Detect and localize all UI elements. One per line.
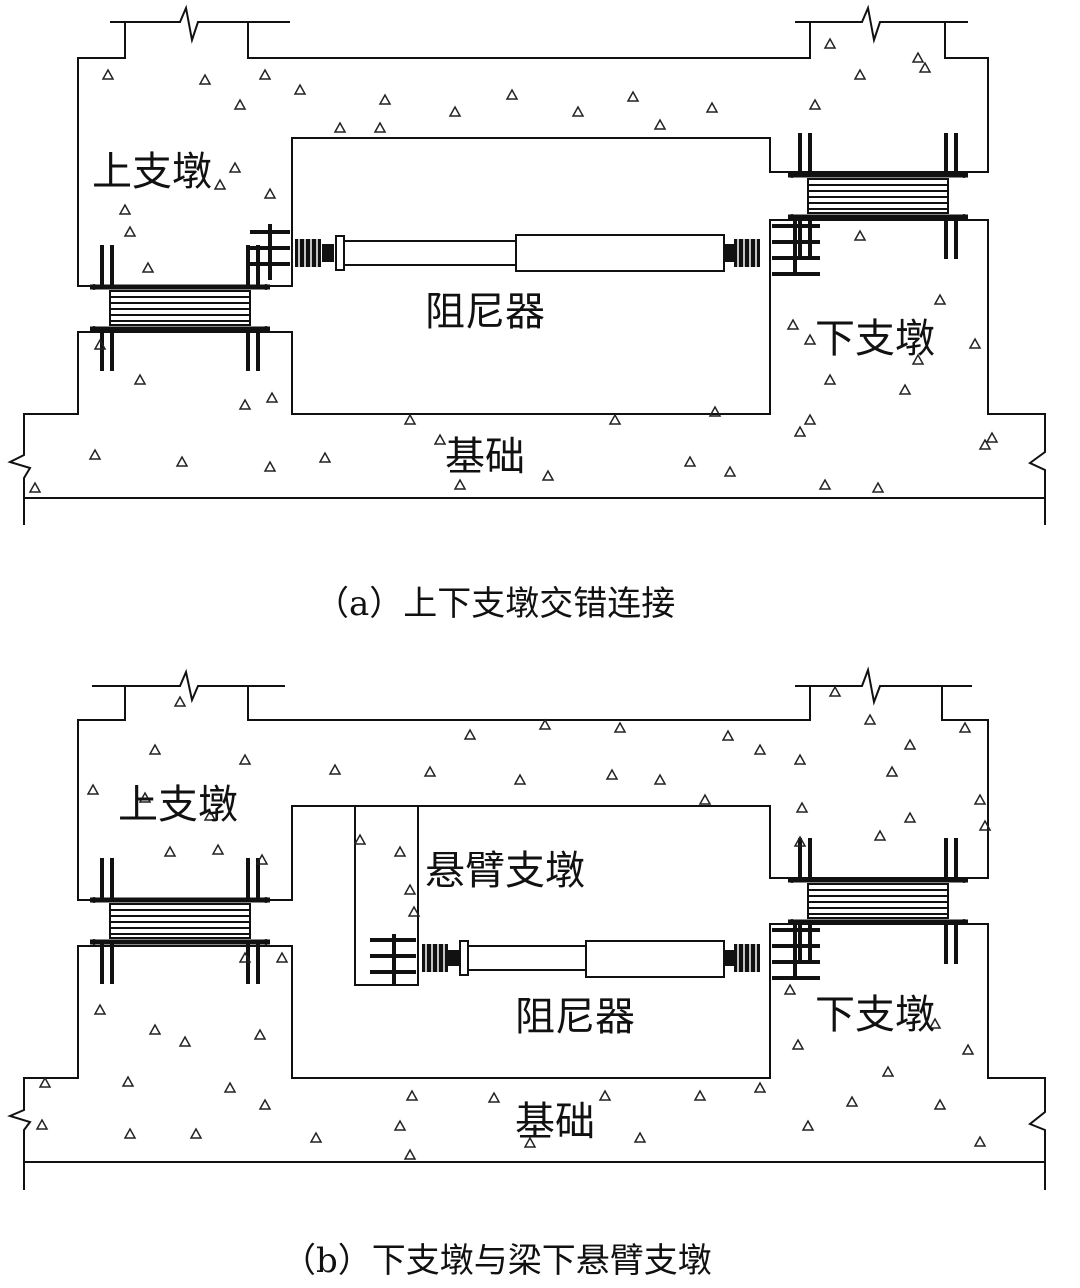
damper-a (250, 220, 820, 280)
caption-b: （b）下支墩与梁下悬臂支墩 (282, 1241, 712, 1281)
panel-b: 上支墩 悬臂支墩 阻尼器 下支墩 基础 （b）下支墩与梁下悬臂支墩 (7, 666, 1046, 1281)
damper-label-a: 阻尼器 (425, 289, 545, 335)
foundation-label-b: 基础 (515, 1099, 595, 1145)
damper-b (370, 924, 820, 984)
caption-a: （a）上下支墩交错连接 (315, 584, 675, 624)
lower-pier-label-a: 下支墩 (815, 316, 935, 362)
damper-label-b: 阻尼器 (515, 994, 635, 1040)
bearing-left-b (90, 858, 270, 984)
upper-pier-label-b: 上支墩 (118, 782, 238, 828)
panel-a: 上支墩 阻尼器 下支墩 基础 （a）上下支墩交错连接 (7, 4, 1046, 624)
bearing-left-a (90, 245, 270, 371)
cantilever-pier-label-b: 悬臂支墩 (425, 848, 585, 894)
foundation-label-a: 基础 (445, 434, 525, 480)
upper-pier-label-a: 上支墩 (92, 149, 212, 195)
lower-pier-label-b: 下支墩 (815, 992, 935, 1038)
